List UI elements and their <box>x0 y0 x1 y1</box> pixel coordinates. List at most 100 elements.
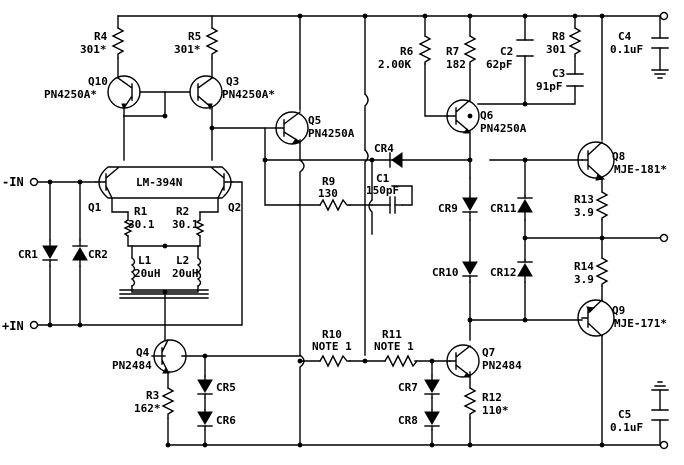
r10-label: R10 <box>322 328 342 341</box>
q4-part: PN2484 <box>112 359 152 372</box>
r12-resistor <box>463 387 477 419</box>
r10-resistor <box>319 354 351 368</box>
r11-label: R11 <box>382 328 402 341</box>
junction-dots <box>47 13 605 448</box>
in-pos-terminal <box>29 320 39 330</box>
q7-transistor <box>446 344 480 378</box>
r13-resistor <box>595 191 609 221</box>
cr5-label: CR5 <box>216 381 236 394</box>
r2-resistor <box>195 219 205 237</box>
l2-value: 20uH <box>172 267 199 280</box>
r9-value: 130 <box>318 187 338 200</box>
l1-inductor <box>130 257 136 287</box>
cr1-label: CR1 <box>18 248 38 261</box>
c5-value: 0.1uF <box>610 421 643 434</box>
l2-label: L2 <box>176 254 189 267</box>
r14-label: R14 <box>574 260 594 273</box>
q2-label: Q2 <box>228 201 241 214</box>
r8-value: 301 <box>546 43 566 56</box>
r5-resistor <box>205 27 219 59</box>
cr8-diode <box>424 409 440 431</box>
q4-label: Q4 <box>136 346 150 359</box>
l1-label: L1 <box>138 254 152 267</box>
c4-capacitor <box>651 37 669 79</box>
r8-label: R8 <box>552 30 565 43</box>
q9-label: Q9 <box>612 304 625 317</box>
q10-part: PN4250A* <box>44 88 97 101</box>
r10-value: NOTE 1 <box>312 340 352 353</box>
cr12-label: CR12 <box>490 266 517 279</box>
output-terminal <box>659 233 669 243</box>
cr10-diode <box>462 259 478 283</box>
transistors <box>95 75 615 378</box>
inductor-core-lines <box>119 289 209 299</box>
q9-part: MJE-171* <box>614 317 667 330</box>
r12-label: R12 <box>482 391 502 404</box>
l2-inductor <box>196 257 202 287</box>
cr6-label: CR6 <box>216 414 236 427</box>
cr8-label: CR8 <box>398 414 418 427</box>
capacitors <box>371 37 669 421</box>
vminus-terminal <box>659 440 669 450</box>
r7-resistor <box>463 35 477 65</box>
inductors <box>119 257 209 299</box>
r11-value: NOTE 1 <box>374 340 414 353</box>
cr4-diode <box>389 152 403 168</box>
vplus-terminal <box>659 11 669 21</box>
resistors <box>111 27 609 419</box>
cr2-diode <box>72 239 88 267</box>
in-neg-terminal <box>29 177 39 187</box>
cr11-diode <box>517 195 533 221</box>
r3-label: R3 <box>146 389 159 402</box>
q9-transistor <box>577 299 615 337</box>
r3-resistor <box>161 387 175 419</box>
r5-value: 301* <box>174 43 201 56</box>
cr7-label: CR7 <box>398 381 418 394</box>
r1-label: R1 <box>134 205 148 218</box>
cr1-diode <box>42 239 58 267</box>
c4-value: 0.1uF <box>610 43 643 56</box>
c5-capacitor <box>651 381 669 421</box>
q8-transistor <box>577 141 615 181</box>
q3-label: Q3 <box>226 75 239 88</box>
cr4-label: CR4 <box>374 142 394 155</box>
c1-label: C1 <box>376 172 390 185</box>
r4-value: 301* <box>80 43 107 56</box>
wires <box>37 15 661 446</box>
l1-value: 20uH <box>134 267 161 280</box>
cr2-label: CR2 <box>88 248 108 261</box>
r14-value: 3.9 <box>574 273 594 286</box>
cr6-diode <box>197 409 213 431</box>
r1-value: 30.1 <box>128 218 155 231</box>
c3-label: C3 <box>552 67 565 80</box>
cr9-diode <box>462 195 478 221</box>
q7-part: PN2484 <box>482 359 522 372</box>
cr7-diode <box>424 375 440 399</box>
cr5-diode <box>197 375 213 399</box>
c1-capacitor <box>371 196 403 214</box>
r13-value: 3.9 <box>574 206 594 219</box>
r6-label: R6 <box>400 45 414 58</box>
r12-value: 110* <box>482 404 509 417</box>
c4-label: C4 <box>618 30 632 43</box>
r9-label: R9 <box>322 175 335 188</box>
r7-value: 182 <box>446 58 466 71</box>
r5-label: R5 <box>188 30 201 43</box>
c5-label: C5 <box>618 408 631 421</box>
r6-value: 2.00K <box>378 58 411 71</box>
c3-value: 91pF <box>536 80 563 93</box>
r1-resistor <box>123 219 133 237</box>
c2-label: C2 <box>500 45 513 58</box>
q6-label: Q6 <box>480 109 494 122</box>
r2-value: 30.1 <box>172 218 199 231</box>
q6-transistor <box>446 99 480 134</box>
q10-label: Q10 <box>88 75 108 88</box>
q10-transistor <box>107 75 141 111</box>
q5-label: Q5 <box>308 114 321 127</box>
q5-part: PN4250A <box>308 127 355 140</box>
c2-value: 62pF <box>486 58 513 71</box>
c1-value: 150pF <box>366 184 399 197</box>
r14-resistor <box>595 257 609 287</box>
